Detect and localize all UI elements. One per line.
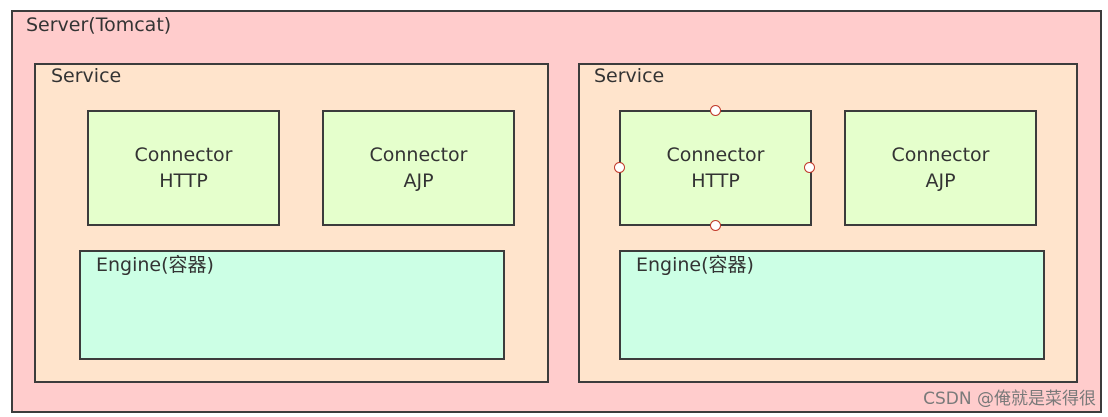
- engine-box-1: [79, 250, 505, 360]
- server-label: Server(Tomcat): [26, 14, 172, 36]
- selection-handle-left[interactable]: [614, 162, 625, 173]
- service-label-1: Service: [51, 65, 122, 87]
- connector-ajp-protocol-1: AJP: [403, 170, 434, 192]
- selection-handle-top[interactable]: [710, 105, 721, 116]
- connector-http-title-1: Connector: [134, 144, 233, 166]
- connector-ajp-box-2: Connector AJP: [844, 110, 1037, 226]
- engine-box-2: [619, 250, 1045, 360]
- connector-http-protocol-1: HTTP: [159, 170, 208, 192]
- connector-http-box-1: Connector HTTP: [87, 110, 280, 226]
- connector-ajp-protocol-2: AJP: [925, 170, 956, 192]
- connector-http-title-2: Connector: [666, 144, 765, 166]
- service-label-2: Service: [594, 65, 665, 87]
- connector-ajp-title-2: Connector: [891, 144, 990, 166]
- connector-http-box-2[interactable]: Connector HTTP: [619, 110, 812, 226]
- connector-ajp-box-1: Connector AJP: [322, 110, 515, 226]
- connector-ajp-title-1: Connector: [369, 144, 468, 166]
- selection-handle-bottom[interactable]: [710, 220, 721, 231]
- connector-http-protocol-2: HTTP: [691, 170, 740, 192]
- watermark: CSDN @俺就是菜得很: [923, 389, 1096, 409]
- selection-handle-right[interactable]: [804, 162, 815, 173]
- engine-label-1: Engine(容器): [96, 254, 214, 276]
- engine-label-2: Engine(容器): [636, 254, 754, 276]
